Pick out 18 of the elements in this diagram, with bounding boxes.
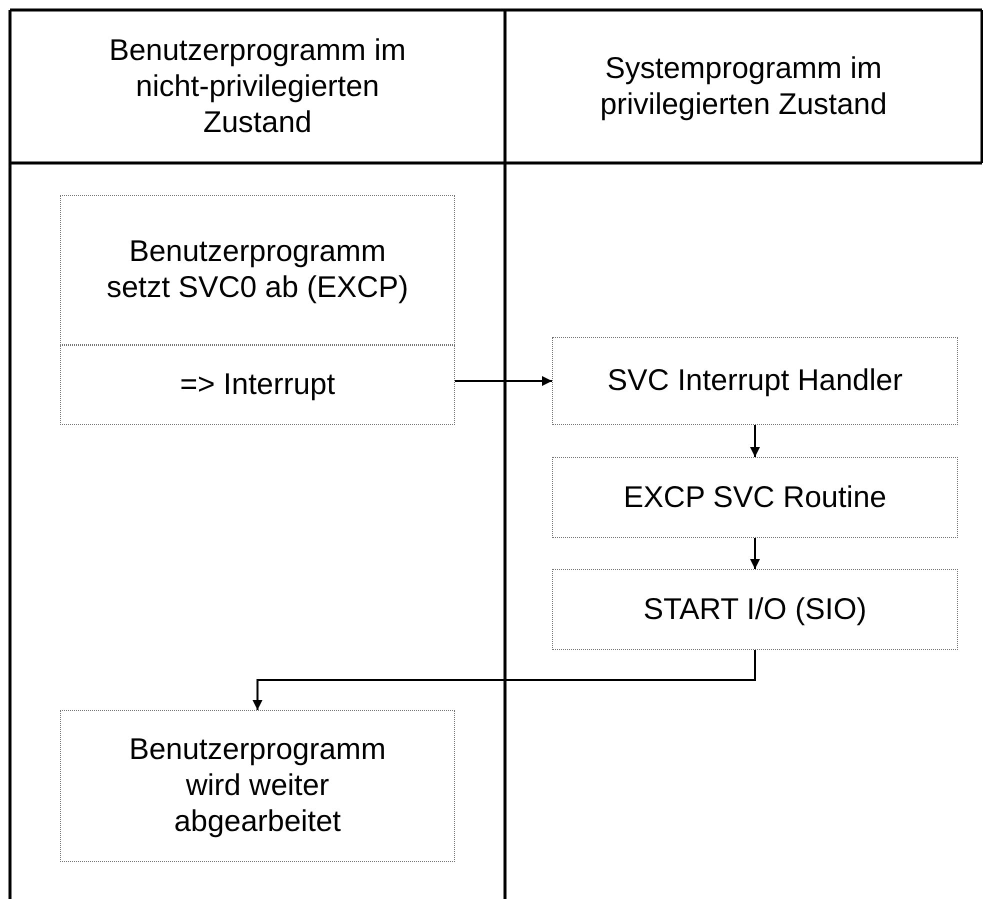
process-label: START I/O (SIO) — [642, 592, 868, 628]
process-label: Benutzerprogramm setzt SVC0 ab (EXCP) — [106, 234, 410, 306]
process-box — [552, 569, 958, 650]
arrow — [455, 376, 552, 386]
arrow — [750, 538, 760, 569]
arrow — [252, 650, 756, 710]
process-box — [552, 337, 958, 425]
process-label: EXCP SVC Routine — [622, 480, 888, 516]
process-label: => Interrupt — [178, 367, 336, 403]
process-box — [60, 345, 455, 425]
process-box — [60, 195, 455, 345]
process-label: Benutzerprogramm wird weiter abgearbeitet — [128, 732, 387, 840]
column-header: Benutzerprogramm im nicht-privilegierten Zustand — [12, 12, 503, 162]
process-box — [60, 710, 455, 862]
process-box — [552, 457, 958, 538]
arrow — [750, 425, 760, 457]
process-label: SVC Interrupt Handler — [606, 363, 904, 399]
column-header: Systemprogramm im privilegierten Zustand — [507, 12, 980, 162]
